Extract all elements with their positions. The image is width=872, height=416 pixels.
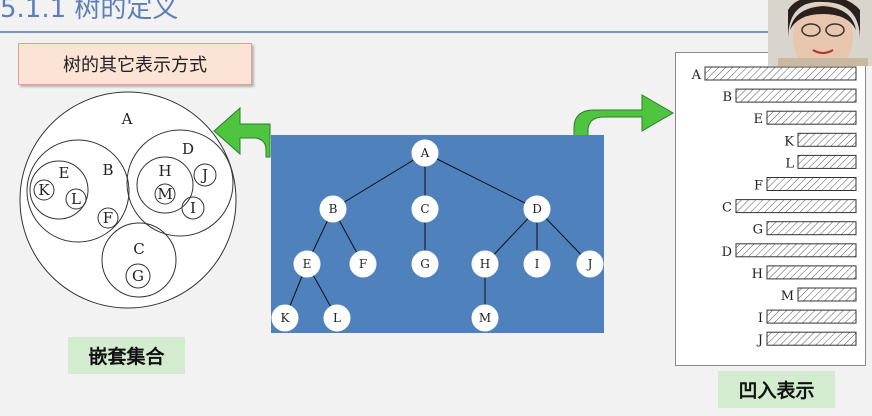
indent-label-c: C	[722, 201, 732, 216]
svg-text:J: J	[586, 257, 593, 271]
indent-bar-j	[766, 331, 857, 346]
svg-text:L: L	[333, 311, 341, 325]
indent-bar-f	[766, 177, 857, 191]
indent-bar-g	[766, 221, 857, 236]
tree-node-e: E	[293, 250, 321, 278]
indent-label-h: H	[752, 267, 763, 282]
svg-text:H: H	[480, 257, 490, 271]
svg-text:M: M	[479, 311, 491, 325]
indent-label-j: J	[756, 333, 763, 348]
indent-label-f: F	[754, 179, 763, 194]
svg-text:C: C	[420, 202, 429, 216]
tree-edge-a-d	[424, 152, 538, 210]
svg-text:B: B	[329, 202, 338, 216]
svg-text:K: K	[281, 311, 291, 325]
set-h-circle	[136, 156, 194, 214]
indent-bar-h	[766, 265, 857, 280]
tree-node-h: H	[471, 250, 499, 278]
nested-label-b: B	[102, 161, 113, 179]
nested-label-l: L	[71, 190, 81, 208]
indent-label-d: D	[722, 245, 732, 260]
tree-node-l: L	[323, 304, 351, 332]
set-k-circle	[33, 179, 55, 201]
left-curved-arrow-icon	[213, 106, 271, 158]
tree-node-j: J	[576, 250, 604, 278]
slide-title: 5.1.1 树的定义	[0, 0, 179, 24]
indent-bar-i	[766, 309, 857, 324]
svg-text:F: F	[359, 257, 367, 271]
nested-label-j: J	[200, 166, 208, 184]
nested-label-g: G	[132, 267, 144, 285]
indent-bar-m	[797, 287, 857, 302]
svg-text:A: A	[420, 146, 430, 160]
indentation-label: 凹入表示	[718, 371, 835, 408]
nested-label-d: D	[182, 140, 194, 158]
indent-label-k: K	[784, 134, 794, 149]
set-e-circle	[29, 160, 89, 220]
set-c-circle	[101, 222, 177, 298]
tree-node-f: F	[349, 250, 377, 278]
indent-bar-k	[797, 132, 857, 147]
svg-text:G: G	[420, 257, 430, 271]
nested-label-f: F	[103, 209, 113, 227]
indent-bar-a	[704, 66, 857, 81]
nested-label-k: K	[38, 181, 50, 199]
svg-text:E: E	[303, 257, 312, 271]
indentation-diagram: A B E KL F C G D H M IJ	[691, 66, 857, 348]
indent-label-e: E	[754, 112, 764, 127]
tree-node-k: K	[271, 304, 299, 332]
tree-node-c: C	[411, 195, 439, 223]
indent-label-l: L	[785, 156, 794, 171]
nested-label-m: M	[157, 185, 172, 203]
set-j-circle	[193, 163, 217, 187]
nested-label-a: A	[121, 110, 133, 128]
presenter-webcam	[768, 0, 872, 66]
tree-node-a: A	[411, 139, 439, 167]
indent-label-b: B	[722, 90, 732, 105]
nested-label-h: H	[158, 162, 171, 180]
set-b-circle	[26, 139, 130, 243]
indent-bar-b	[735, 88, 857, 103]
nested-sets-label: 嵌套集合	[68, 337, 185, 374]
nested-label-i: I	[190, 199, 196, 217]
indent-label-i: I	[758, 311, 763, 326]
set-i-circle	[181, 196, 205, 220]
set-f-circle	[97, 207, 119, 229]
indent-bar-l	[797, 154, 857, 169]
tree-node-i: I	[523, 250, 551, 278]
tree-node-m: M	[471, 304, 499, 332]
title-divider	[0, 31, 768, 33]
indent-bar-c	[735, 199, 857, 214]
set-l-circle	[65, 188, 87, 210]
indent-label-g: G	[753, 223, 763, 238]
set-g-circle	[125, 263, 151, 289]
right-curved-arrow-icon	[573, 94, 674, 151]
svg-text:I: I	[535, 257, 540, 271]
nested-label-c: C	[133, 240, 144, 258]
indent-label-a: A	[691, 68, 702, 83]
indent-bar-e	[766, 110, 857, 125]
tree-node-g: G	[411, 250, 439, 278]
tree-node-b: B	[319, 195, 347, 223]
svg-text:D: D	[532, 202, 542, 216]
indent-label-m: M	[781, 289, 794, 304]
subtitle-box: 树的其它表示方式	[18, 43, 252, 85]
nested-label-e: E	[59, 164, 70, 182]
indent-bar-d	[735, 243, 857, 258]
tree-node-d: D	[523, 195, 551, 223]
set-d-circle	[126, 129, 234, 237]
tree-diagram-panel: A B C D E F G H I J K L M	[271, 135, 604, 333]
tree-diagram: A B C D E F G H I J K L M	[271, 139, 604, 332]
tree-edge-a-b	[332, 152, 426, 210]
set-m-circle	[154, 183, 176, 205]
